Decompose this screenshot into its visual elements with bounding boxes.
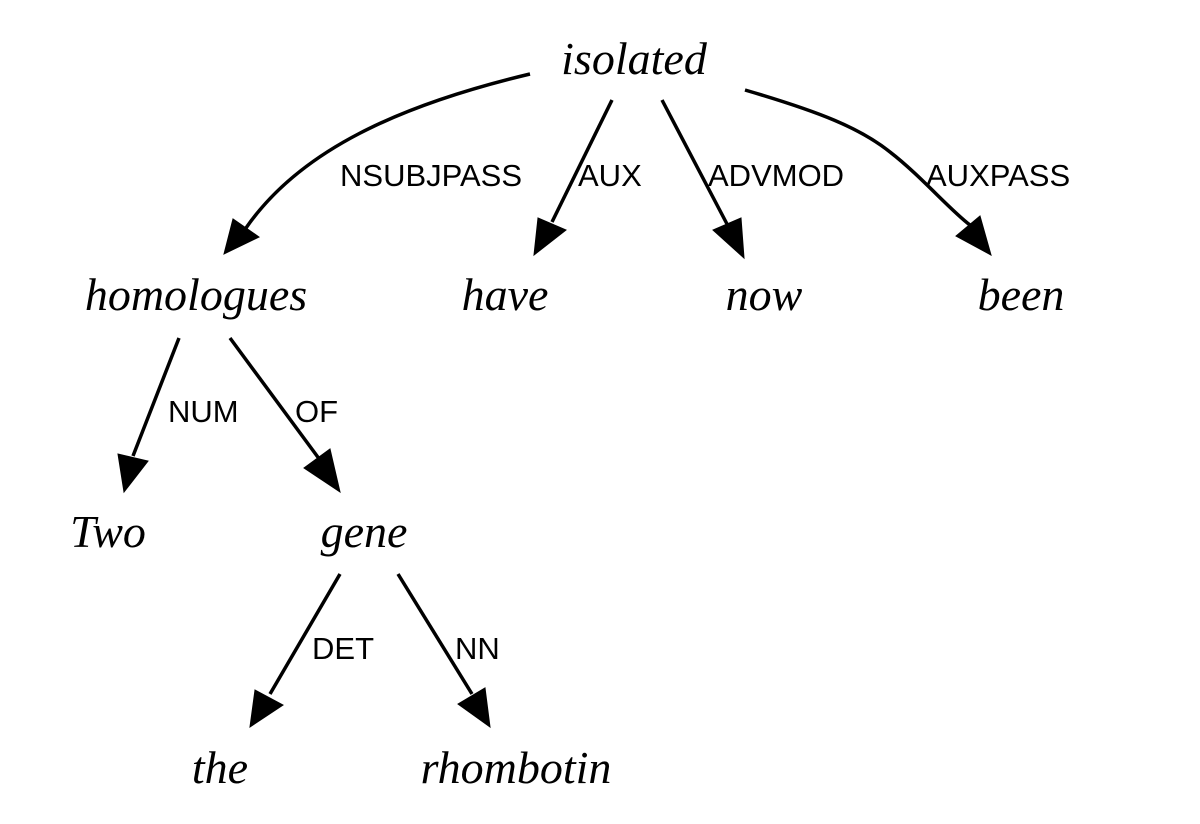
label-advmod: ADVMOD: [708, 158, 844, 193]
edge-num: [117, 337, 181, 494]
label-aux: AUX: [578, 158, 642, 193]
edge-advmod: [660, 99, 745, 260]
node-homologues: homologues: [85, 269, 307, 320]
relation-labels: NSUBJPASS AUX ADVMOD AUXPASS NUM OF DET …: [168, 158, 1070, 666]
edge-nsubjpass: [223, 72, 531, 255]
node-the: the: [192, 742, 248, 793]
label-det: DET: [312, 631, 374, 666]
label-of: OF: [295, 394, 338, 429]
node-isolated: isolated: [561, 33, 708, 84]
node-gene: gene: [321, 506, 408, 557]
edge-det: [249, 573, 342, 729]
label-num: NUM: [168, 394, 239, 429]
label-nn: NN: [455, 631, 500, 666]
edges: [117, 72, 992, 729]
edge-nn: [396, 573, 491, 729]
edge-auxpass: [744, 88, 992, 257]
label-nsubjpass: NSUBJPASS: [340, 158, 522, 193]
edge-aux: [533, 99, 614, 257]
node-have: have: [462, 269, 549, 320]
node-been: been: [978, 269, 1065, 320]
edge-of: [228, 336, 341, 494]
node-rhombotin: rhombotin: [421, 742, 612, 793]
label-auxpass: AUXPASS: [926, 158, 1070, 193]
node-two: Two: [70, 506, 146, 557]
node-now: now: [726, 269, 803, 320]
word-nodes: isolated homologues have now been Two ge…: [70, 33, 1064, 793]
